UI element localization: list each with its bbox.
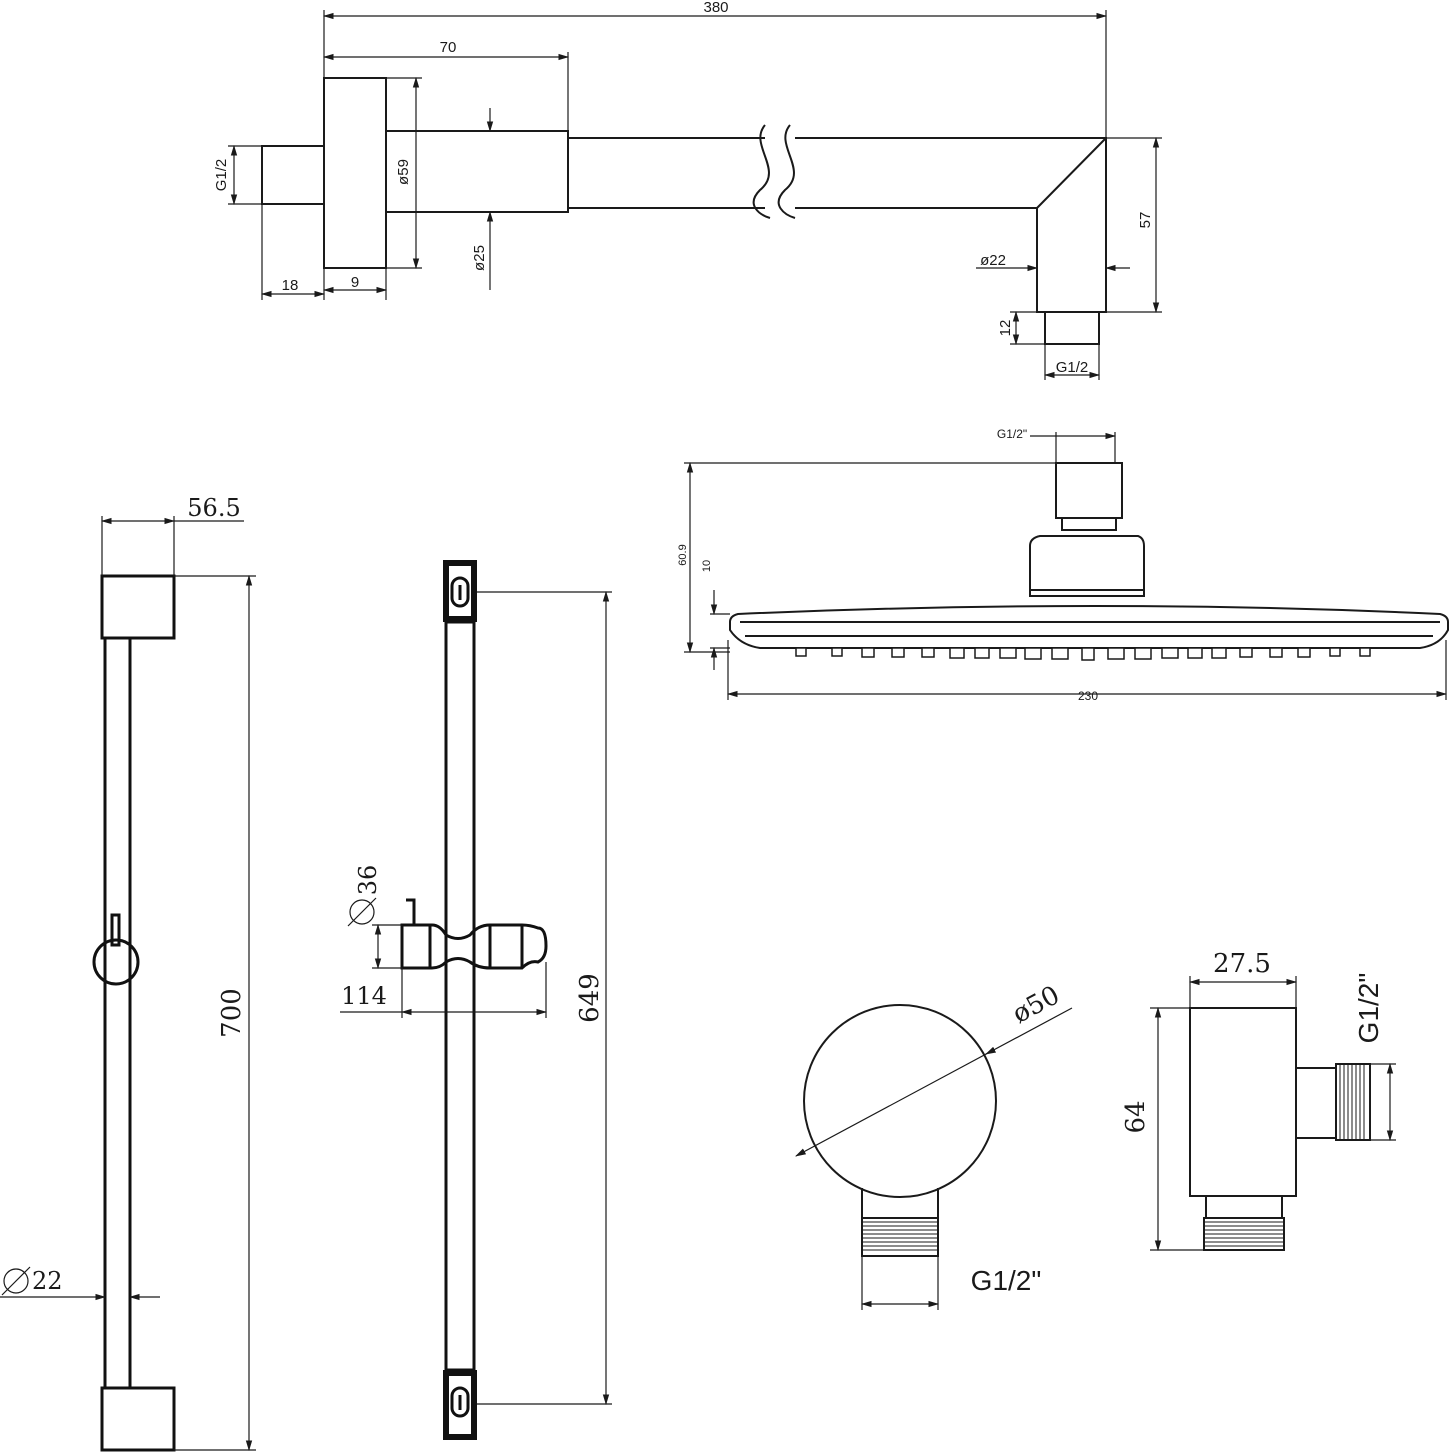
head-connector-neck — [1061, 518, 1117, 531]
dim-arm-18: 18 — [282, 277, 299, 294]
dim-arm-70: 70 — [440, 39, 457, 56]
dim-outlet-thread-side: G1/2" — [1353, 973, 1384, 1044]
outlet-disc — [803, 1004, 997, 1198]
dim-outlet-dia: ø50 — [1008, 980, 1065, 1029]
arm-wall-flange — [323, 77, 387, 269]
dim-head-width: 230 — [1078, 689, 1098, 703]
dim-slider-114: 114 — [341, 982, 387, 1010]
dim-arm-12: 12 — [997, 320, 1014, 337]
rail-bottom-bracket — [100, 1386, 176, 1452]
dim-head-thread: G1/2" — [997, 427, 1027, 441]
dim-outlet-thread-front: G1/2" — [971, 1265, 1042, 1296]
rail-top-bracket — [100, 574, 176, 640]
dim-slider-649: 649 — [575, 973, 605, 1023]
slider-holder — [400, 898, 548, 970]
dim-arm-flange-dia: ø59 — [395, 159, 412, 185]
dim-arm-380: 380 — [703, 0, 728, 16]
wall-outlet-front: ø50 G1/2" — [795, 980, 1073, 1310]
dim-arm-tube-dia: ø25 — [471, 245, 488, 271]
slider-bar-tube — [444, 620, 476, 1372]
dim-head-height: 60.9 — [677, 544, 689, 565]
outlet-thread-front — [861, 1217, 939, 1257]
rail-holder-knob — [92, 938, 140, 986]
wall-outlet-side: 27.5 64 G1/2" — [1121, 949, 1396, 1252]
dim-rail-bar-dia: 22 — [32, 1267, 63, 1295]
rail-holder-lever — [110, 913, 121, 947]
shower-head-drawing: G1/2" 60.9 10 230 — [677, 427, 1449, 703]
outlet-body-side — [1189, 1007, 1297, 1197]
slide-rail-drawing: 56.5 700 22 — [0, 494, 256, 1452]
head-plate — [729, 605, 1449, 649]
dim-outlet-27-5: 27.5 — [1213, 949, 1271, 979]
arm-bend-line — [1036, 137, 1107, 209]
dim-arm-outlet-dia: ø22 — [980, 252, 1006, 269]
arm-outlet-thread — [1044, 311, 1100, 345]
outlet-thread-side — [1335, 1063, 1371, 1141]
dim-rail-700: 700 — [217, 988, 247, 1038]
shower-arm-drawing: 380 70 G1/2 ø59 ø25 18 9 57 ø22 — [213, 0, 1162, 380]
dim-rail-56-5: 56.5 — [187, 494, 240, 522]
arm-tube-left — [568, 137, 765, 209]
head-connector — [1055, 462, 1123, 519]
break-line-2 — [777, 124, 796, 219]
dim-arm-thread-bottom: G1/2 — [1056, 359, 1089, 376]
dim-outlet-64: 64 — [1121, 1100, 1151, 1133]
slider-bar-drawing: 36 114 649 — [340, 560, 612, 1440]
head-dome — [1029, 535, 1145, 597]
break-line-1 — [752, 124, 771, 219]
arm-collar — [386, 130, 569, 213]
head-nozzles — [795, 647, 1371, 661]
dim-arm-9: 9 — [351, 274, 359, 291]
dim-slider-holder-dia: 36 — [354, 865, 382, 896]
dim-arm-thread-left: G1/2 — [213, 159, 230, 192]
dim-head-plate-height: 10 — [701, 560, 713, 572]
dim-arm-57: 57 — [1137, 212, 1154, 229]
arm-inlet-thread — [261, 145, 325, 205]
arm-tube-right — [795, 137, 1107, 313]
